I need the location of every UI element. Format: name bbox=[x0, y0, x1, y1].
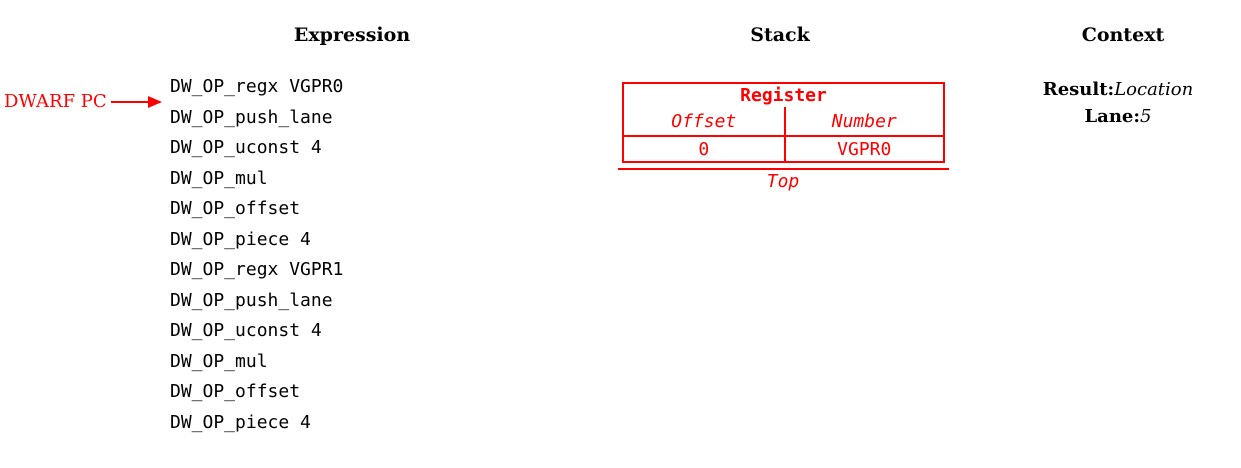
expression-instruction: DW_OP_regx VGPR1 bbox=[170, 259, 344, 280]
expression-instruction: DW_OP_mul bbox=[170, 350, 268, 372]
expression-instruction: DW_OP_offset bbox=[170, 198, 301, 219]
expression-instruction: DW_OP_piece 4 bbox=[170, 411, 311, 433]
dwarf-pc-arrow-shaft bbox=[111, 101, 149, 103]
expression-instruction: DW_OP_push_lane bbox=[170, 106, 333, 128]
expression-instruction: DW_OP_regx VGPR0 bbox=[170, 76, 344, 97]
stack-offset-value: 0 bbox=[624, 135, 784, 161]
expression-instruction: DW_OP_uconst 4 bbox=[170, 320, 322, 341]
expression-instruction: DW_OP_offset bbox=[170, 381, 301, 402]
dwarf-pc-arrow-icon bbox=[148, 96, 162, 108]
expression-instruction: DW_OP_push_lane bbox=[170, 289, 333, 311]
stack-top-line bbox=[618, 168, 949, 170]
expression-instruction: DW_OP_piece 4 bbox=[170, 228, 311, 250]
stack-entry-title: Register bbox=[740, 85, 827, 106]
expression-instruction-list: DW_OP_regx VGPR0 DW_OP_push_lane DW_OP_u… bbox=[170, 72, 343, 438]
expression-column-header: Expression bbox=[293, 24, 411, 46]
stack-entry-box: Register Offset Number 0 VGPR0 bbox=[622, 82, 945, 163]
context-lane-label: Lane: bbox=[1084, 106, 1141, 127]
stack-top-label: Top bbox=[766, 171, 800, 192]
stack-offset-column-header: Offset bbox=[671, 110, 737, 132]
stack-number-value: VGPR0 bbox=[783, 135, 943, 161]
context-result-line: Result:Location bbox=[988, 80, 1241, 100]
context-column-header: Context bbox=[1081, 24, 1165, 46]
expression-instruction: DW_OP_mul bbox=[170, 167, 268, 189]
context-result-label: Result: bbox=[1042, 79, 1115, 100]
context-lane-line: Lane:5 bbox=[988, 107, 1241, 127]
stack-column-header: Stack bbox=[750, 24, 810, 46]
context-result-value: Location bbox=[1114, 79, 1194, 100]
context-lane-value: 5 bbox=[1140, 106, 1152, 127]
stack-number-column-header: Number bbox=[783, 107, 944, 135]
expression-instruction: DW_OP_uconst 4 bbox=[170, 137, 322, 158]
dwarf-pc-label: DWARF PC bbox=[4, 91, 107, 112]
